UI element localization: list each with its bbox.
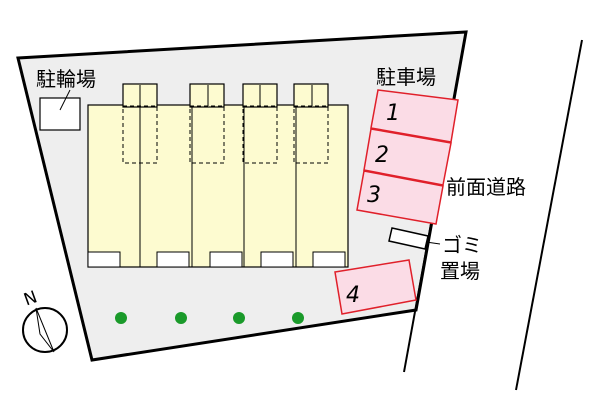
stair-2 bbox=[189, 83, 225, 108]
parking-space-2-number: 2 bbox=[375, 143, 389, 168]
building bbox=[87, 83, 349, 268]
entry-1 bbox=[87, 251, 121, 268]
entry-4 bbox=[260, 251, 294, 268]
bicycle-parking-label: 駐輪場 bbox=[36, 67, 96, 91]
entry-2 bbox=[156, 251, 190, 268]
bicycle-parking-leader bbox=[59, 89, 71, 111]
parking-space-2: 2 bbox=[363, 128, 452, 186]
parking-space-1: 1 bbox=[370, 89, 459, 143]
parking-space-4-number: 4 bbox=[346, 283, 360, 308]
building-body bbox=[87, 104, 349, 268]
stair-4 bbox=[293, 83, 329, 108]
bicycle-parking-box bbox=[39, 97, 81, 131]
garbage-area-label-line2: 置場 bbox=[440, 259, 480, 283]
compass: N bbox=[21, 287, 68, 353]
garbage-area-label-line1: ゴミ bbox=[442, 233, 482, 257]
entry-3 bbox=[209, 251, 243, 268]
tree bbox=[175, 312, 187, 324]
tree bbox=[292, 312, 304, 324]
parking-space-4: 4 bbox=[334, 259, 417, 315]
front-road-label: 前面道路 bbox=[446, 175, 526, 199]
tree bbox=[115, 312, 127, 324]
compass-n-label: N bbox=[21, 287, 40, 310]
entry-5 bbox=[312, 251, 346, 268]
garbage-area-leader bbox=[425, 241, 441, 245]
garbage-area-box bbox=[388, 227, 429, 250]
parking-space-3-number: 3 bbox=[367, 183, 381, 208]
road-edge-far bbox=[515, 39, 583, 391]
tree bbox=[233, 312, 245, 324]
parking-space-1-number: 1 bbox=[386, 101, 400, 126]
parking-space-3: 3 bbox=[356, 170, 444, 225]
car-parking-label: 駐車場 bbox=[376, 65, 436, 89]
